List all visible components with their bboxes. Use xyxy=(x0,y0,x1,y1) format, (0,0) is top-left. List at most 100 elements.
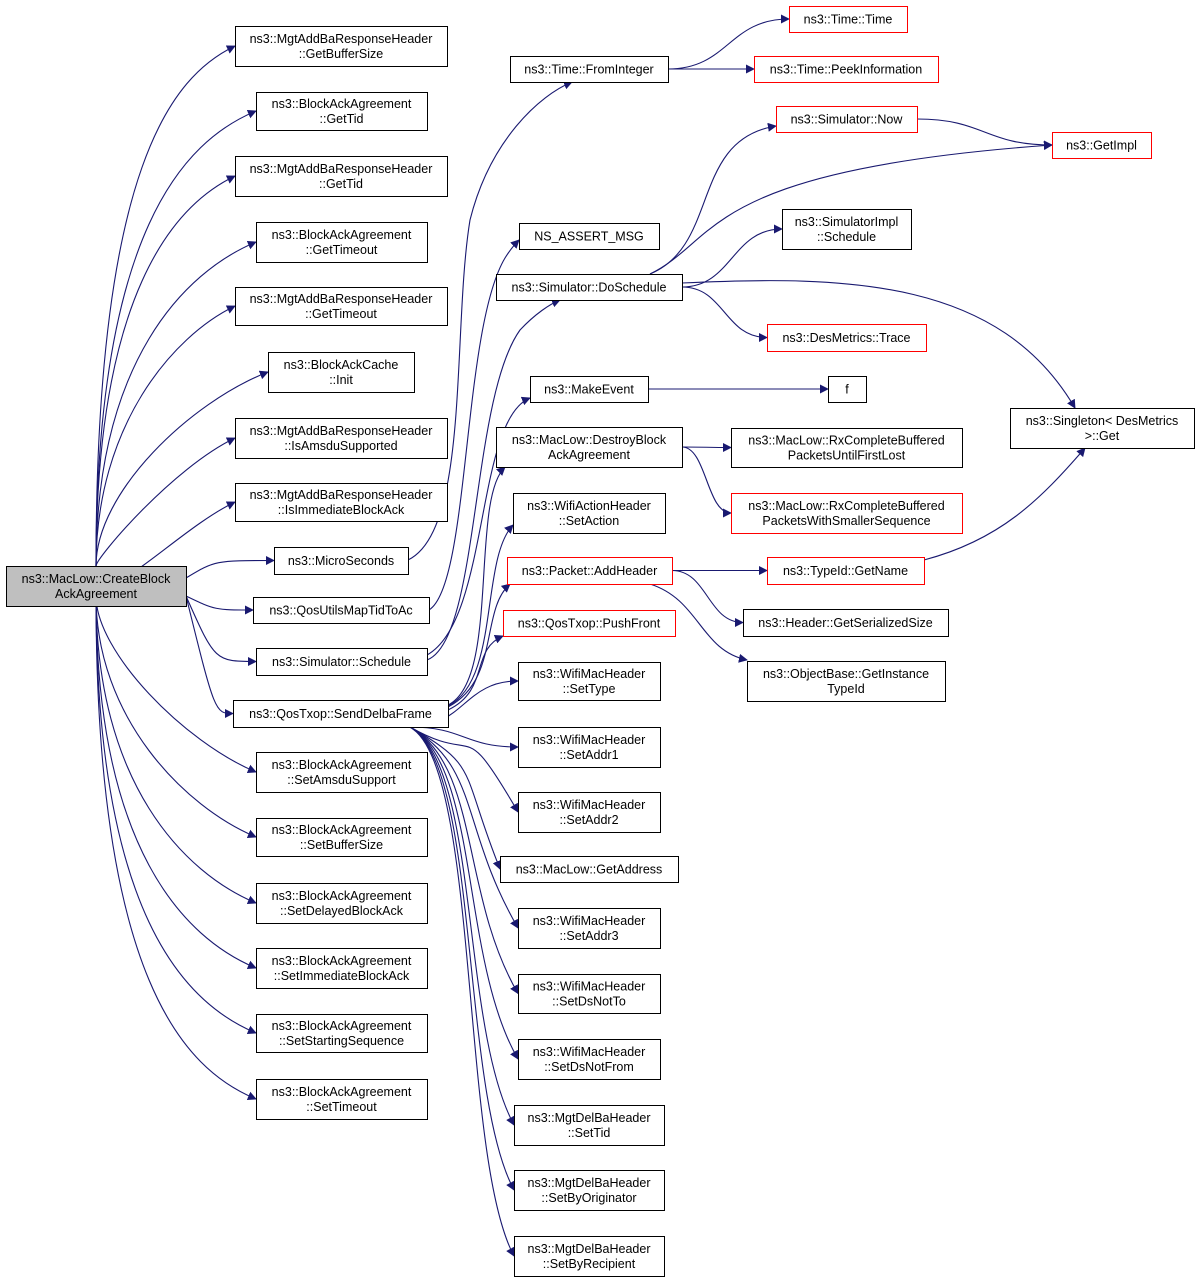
function-node-settimeout[interactable]: ns3::BlockAckAgreement::SetTimeout xyxy=(256,1079,428,1120)
node-label-line: TypeId xyxy=(827,682,865,696)
node-label-line: ns3::MacLow::RxCompleteBuffered xyxy=(748,499,944,513)
function-node-addheader[interactable]: ns3::Packet::AddHeader xyxy=(507,557,673,585)
node-label-line: PacketsUntilFirstLost xyxy=(788,449,906,463)
node-label-line: ns3::MgtAddBaResponseHeader xyxy=(250,292,433,306)
function-node-sim-schedule[interactable]: ns3::Simulator::Schedule xyxy=(256,648,428,676)
node-label-line: ns3::WifiMacHeader xyxy=(533,1045,646,1059)
function-node-setaddr2[interactable]: ns3::WifiMacHeader::SetAddr2 xyxy=(518,792,661,833)
node-box xyxy=(256,92,428,131)
function-node-isimmediate[interactable]: ns3::MgtAddBaResponseHeader::IsImmediate… xyxy=(235,483,448,522)
call-edge-root-to-isamsdu xyxy=(95,437,236,567)
function-node-simimpl-schedule[interactable]: ns3::SimulatorImpl::Schedule xyxy=(782,209,912,250)
function-node-singleton-get[interactable]: ns3::Singleton< DesMetrics>::Get xyxy=(1010,408,1195,449)
node-label-line: ns3::WifiMacHeader xyxy=(533,798,646,812)
function-node-rx-smaller[interactable]: ns3::MacLow::RxCompleteBufferedPacketsWi… xyxy=(731,493,963,534)
call-edge-root-to-getbuf_resp xyxy=(95,45,236,567)
node-label-line: ::SetImmediateBlockAck xyxy=(274,969,410,983)
function-node-settype[interactable]: ns3::WifiMacHeader::SetType xyxy=(518,662,661,701)
function-node-assert[interactable]: NS_ASSERT_MSG xyxy=(519,223,660,250)
node-box xyxy=(789,6,908,33)
node-label-line: ns3::Packet::AddHeader xyxy=(522,564,658,578)
call-edge-root-to-gettimeout_resp xyxy=(95,305,236,567)
function-node-getbuf-resp[interactable]: ns3::MgtAddBaResponseHeader::GetBufferSi… xyxy=(235,26,448,67)
node-label-line: ::SetDsNotFrom xyxy=(544,1060,634,1074)
call-edge-destroyblock-to-rx_firstlost xyxy=(681,442,732,452)
function-node-rx-firstlost[interactable]: ns3::MacLow::RxCompleteBufferedPacketsUn… xyxy=(731,428,963,468)
function-node-peekinfo[interactable]: ns3::Time::PeekInformation xyxy=(754,56,939,83)
call-edge-sim_schedule-to-makeevent xyxy=(426,396,531,656)
function-node-cache-init[interactable]: ns3::BlockAckCache::Init xyxy=(268,352,415,393)
function-node-setstarting[interactable]: ns3::BlockAckAgreement::SetStartingSeque… xyxy=(256,1014,428,1053)
node-label-line: ns3::TypeId::GetName xyxy=(783,564,908,578)
function-node-setimmediate[interactable]: ns3::BlockAckAgreement::SetImmediateBloc… xyxy=(256,948,428,989)
node-label-line: ns3::WifiActionHeader xyxy=(527,499,651,513)
function-node-time-time[interactable]: ns3::Time::Time xyxy=(789,6,908,33)
node-box xyxy=(754,56,939,83)
node-box xyxy=(268,352,415,393)
function-node-setbuf[interactable]: ns3::BlockAckAgreement::SetBufferSize xyxy=(256,818,428,857)
node-box xyxy=(235,418,448,459)
call-edge-qosutils-to-assert xyxy=(428,239,520,611)
node-box xyxy=(233,700,449,728)
call-edge-typeid_getname-to-singleton_get xyxy=(923,447,1086,561)
function-node-setaddr1[interactable]: ns3::WifiMacHeader::SetAddr1 xyxy=(518,727,661,768)
function-node-makeevent[interactable]: ns3::MakeEvent xyxy=(530,376,649,403)
node-box xyxy=(747,661,946,702)
function-node-setdsnotfrom[interactable]: ns3::WifiMacHeader::SetDsNotFrom xyxy=(518,1039,661,1080)
function-node-f[interactable]: f xyxy=(828,376,867,403)
function-node-gettid-ag[interactable]: ns3::BlockAckAgreement::GetTid xyxy=(256,92,428,131)
node-box xyxy=(530,376,649,403)
call-edge-root-to-setstarting xyxy=(95,595,257,1035)
function-node-frominteger[interactable]: ns3::Time::FromInteger xyxy=(510,56,669,83)
function-node-sim-now[interactable]: ns3::Simulator::Now xyxy=(776,106,918,133)
call-edge-doschedule-to-singleton_get xyxy=(681,280,1076,409)
function-node-setbyorig[interactable]: ns3::MgtDelBaHeader::SetByOriginator xyxy=(514,1170,665,1211)
node-label-line: ns3::BlockAckAgreement xyxy=(272,823,412,837)
function-node-setaction[interactable]: ns3::WifiActionHeader::SetAction xyxy=(513,493,666,534)
function-node-getaddress[interactable]: ns3::MacLow::GetAddress xyxy=(500,856,679,883)
call-edge-root-to-setamsdu xyxy=(95,595,257,774)
function-node-pushfront[interactable]: ns3::QosTxop::PushFront xyxy=(503,610,676,637)
node-box xyxy=(514,1236,665,1277)
function-node-setbyrecip[interactable]: ns3::MgtDelBaHeader::SetByRecipient xyxy=(514,1236,665,1277)
node-box xyxy=(256,752,428,793)
call-edge-sim_schedule-to-doschedule xyxy=(426,298,561,661)
node-label-line: ns3::WifiMacHeader xyxy=(533,980,646,994)
node-label-line: ns3::MakeEvent xyxy=(544,383,634,397)
function-node-desmetrics-trace[interactable]: ns3::DesMetrics::Trace xyxy=(767,324,927,352)
function-node-setdelayed[interactable]: ns3::BlockAckAgreement::SetDelayedBlockA… xyxy=(256,883,428,924)
node-label-line: ::SetByOriginator xyxy=(541,1191,636,1205)
node-label-line: PacketsWithSmallerSequence xyxy=(762,514,930,528)
function-node-getimpl[interactable]: ns3::GetImpl xyxy=(1052,132,1152,159)
node-box xyxy=(235,156,448,197)
function-node-qosutils[interactable]: ns3::QosUtilsMapTidToAc xyxy=(253,597,430,624)
node-label-line: ns3::GetImpl xyxy=(1066,139,1137,153)
function-node-doschedule[interactable]: ns3::Simulator::DoSchedule xyxy=(496,274,683,301)
function-node-setaddr3[interactable]: ns3::WifiMacHeader::SetAddr3 xyxy=(518,908,661,949)
function-node-senddelba[interactable]: ns3::QosTxop::SendDelbaFrame xyxy=(233,700,449,728)
call-edge-doschedule-to-desmetrics_trace xyxy=(681,286,768,342)
function-node-setamsdu[interactable]: ns3::BlockAckAgreement::SetAmsduSupport xyxy=(256,752,428,793)
node-box xyxy=(253,597,430,624)
function-node-gettimeout-resp[interactable]: ns3::MgtAddBaResponseHeader::GetTimeout xyxy=(235,287,448,326)
call-edge-root-to-setbuf xyxy=(95,595,257,839)
node-label-line: ::SetBufferSize xyxy=(300,838,383,852)
function-node-gettimeout-ag[interactable]: ns3::BlockAckAgreement::GetTimeout xyxy=(256,222,428,263)
node-label-line: >::Get xyxy=(1085,429,1120,443)
node-label-line: ns3::BlockAckAgreement xyxy=(272,954,412,968)
node-box xyxy=(767,324,927,352)
function-node-header-getsize[interactable]: ns3::Header::GetSerializedSize xyxy=(743,609,949,637)
function-node-gettid-resp[interactable]: ns3::MgtAddBaResponseHeader::GetTid xyxy=(235,156,448,197)
function-node-isamsdu[interactable]: ns3::MgtAddBaResponseHeader::IsAmsduSupp… xyxy=(235,418,448,459)
node-box xyxy=(256,648,428,676)
call-edge-senddelba-to-pushfront xyxy=(447,635,504,711)
function-node-setdsnotto[interactable]: ns3::WifiMacHeader::SetDsNotTo xyxy=(518,974,661,1014)
call-edge-senddelba-to-setdsnotfrom xyxy=(409,726,519,1060)
function-node-microseconds[interactable]: ns3::MicroSeconds xyxy=(274,547,409,575)
function-node-delba-settid[interactable]: ns3::MgtDelBaHeader::SetTid xyxy=(514,1105,665,1146)
function-node-typeid-getname[interactable]: ns3::TypeId::GetName xyxy=(767,557,925,585)
